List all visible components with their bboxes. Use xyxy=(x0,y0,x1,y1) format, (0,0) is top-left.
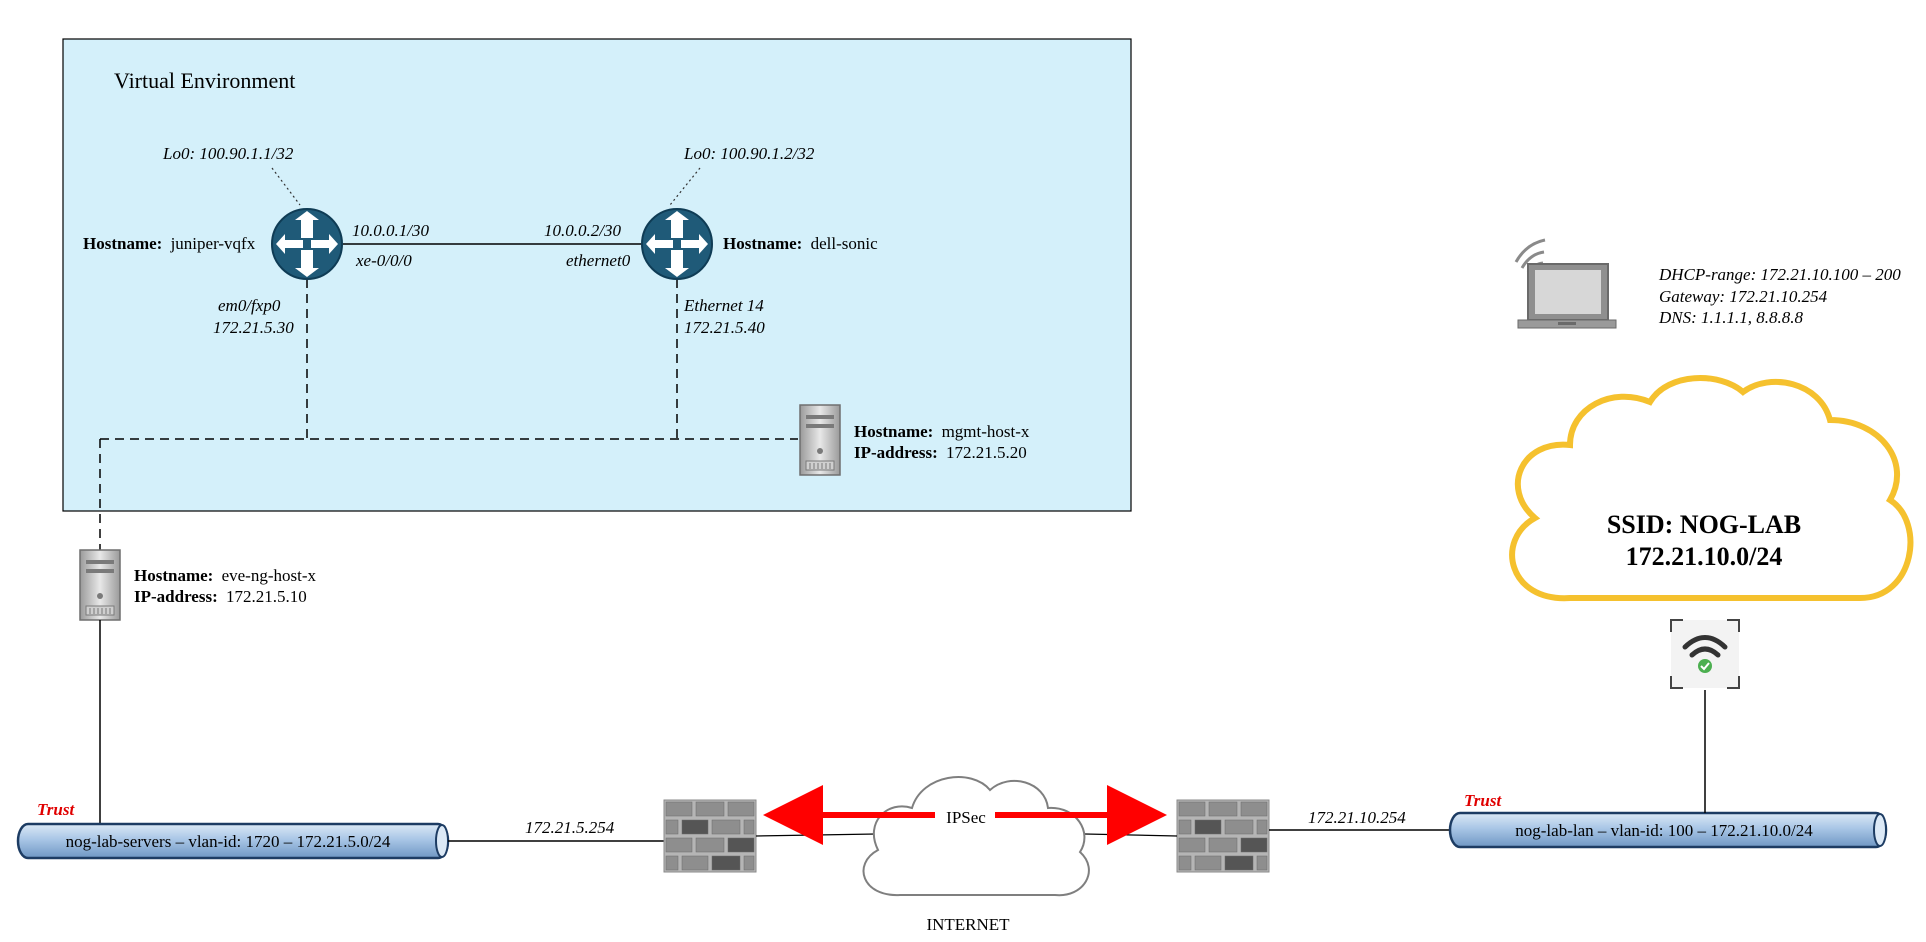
server-icon[interactable] xyxy=(799,404,841,476)
firewall-right-to-internet xyxy=(1084,833,1178,837)
eve-server-hostname: Hostname: eve-ng-host-x xyxy=(134,566,316,585)
ipsec-label: IPSec xyxy=(946,808,986,827)
left-gateway-ip: 172.21.5.254 xyxy=(525,818,615,837)
eve-server-ip-value: 172.21.5.10 xyxy=(226,587,307,606)
management-network-lines xyxy=(99,279,798,550)
mgmt-server-hostname-key: Hostname: xyxy=(854,422,933,441)
router-right-mgmt-interface: Ethernet 14 xyxy=(683,296,764,315)
mgmt-server-hostname: Hostname: mgmt-host-x xyxy=(854,422,1030,441)
firewall-icon[interactable] xyxy=(663,799,757,873)
right-segment-pipe[interactable] xyxy=(1448,811,1888,849)
router-left-hostname-value: juniper-vqfx xyxy=(170,234,256,253)
router-left-link-ip: 10.0.0.1/30 xyxy=(352,221,429,240)
router-right-hostname: Hostname: dell-sonic xyxy=(723,234,878,253)
eve-server-ip-key: IP-address: xyxy=(134,587,218,606)
left-segment-label: nog-lab-servers – vlan-id: 1720 – 172.21… xyxy=(66,832,391,851)
router-right-link-interface: ethernet0 xyxy=(566,251,631,270)
laptop-gateway: Gateway: 172.21.10.254 xyxy=(1659,287,1828,306)
mgmt-server-ip-key: IP-address: xyxy=(854,443,938,462)
router-left-hostname: Hostname: juniper-vqfx xyxy=(83,234,256,253)
router-icon[interactable] xyxy=(271,208,343,280)
router-left-mgmt-ip: 172.21.5.30 xyxy=(213,318,294,337)
laptop-dhcp-range: DHCP-range: 172.21.10.100 – 200 xyxy=(1658,265,1901,284)
virtual-environment-box: Virtual Environment xyxy=(62,38,1132,512)
virtual-environment-title: Virtual Environment xyxy=(114,68,295,93)
router-left-link-interface: xe-0/0/0 xyxy=(355,251,412,270)
router-right-loopback: Lo0: 100.90.1.2/32 xyxy=(683,144,815,163)
router-right-link-ip: 10.0.0.2/30 xyxy=(544,221,621,240)
left-trust-label: Trust xyxy=(37,800,75,819)
eve-server-hostname-key: Hostname: xyxy=(134,566,213,585)
wifi-subnet: 172.21.10.0/24 xyxy=(1626,542,1783,571)
cloud-icon[interactable] xyxy=(862,776,1090,897)
firewall-left-to-internet xyxy=(755,833,877,837)
router-left-hostname-key: Hostname: xyxy=(83,234,162,253)
firewall-icon[interactable] xyxy=(1176,799,1270,873)
right-segment-label: nog-lab-lan – vlan-id: 100 – 172.21.10.0… xyxy=(1515,821,1813,840)
eve-server-ip: IP-address: 172.21.5.10 xyxy=(134,587,307,606)
mgmt-server-hostname-value: mgmt-host-x xyxy=(942,422,1030,441)
mgmt-server-ip-value: 172.21.5.20 xyxy=(946,443,1027,462)
router-icon[interactable] xyxy=(641,208,713,280)
wifi-ssid: SSID: NOG-LAB xyxy=(1607,510,1801,539)
right-trust-label: Trust xyxy=(1464,791,1502,810)
wifi-cloud xyxy=(1509,375,1914,602)
router-right-hostname-value: dell-sonic xyxy=(811,234,878,253)
wifi-access-point-icon[interactable] xyxy=(1670,619,1740,689)
router-left-loopback: Lo0: 100.90.1.1/32 xyxy=(162,144,294,163)
laptop-dns: DNS: 1.1.1.1, 8.8.8.8 xyxy=(1658,308,1804,327)
mgmt-server-ip: IP-address: 172.21.5.20 xyxy=(854,443,1027,462)
server-icon[interactable] xyxy=(79,549,121,621)
router-right-hostname-key: Hostname: xyxy=(723,234,802,253)
internet-label: INTERNET xyxy=(926,915,1010,934)
right-gateway-ip: 172.21.10.254 xyxy=(1308,808,1406,827)
eve-server-hostname-value: eve-ng-host-x xyxy=(222,566,317,585)
router-left-mgmt-interface: em0/fxp0 xyxy=(218,296,281,315)
router-right-mgmt-ip: 172.21.5.40 xyxy=(684,318,765,337)
wireless-laptop-icon[interactable] xyxy=(1514,238,1617,329)
